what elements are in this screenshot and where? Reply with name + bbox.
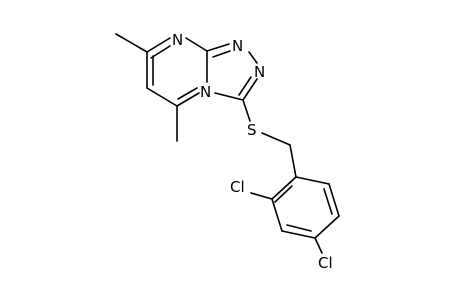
atom-labels: N N N N S Cl Cl	[172, 31, 333, 272]
bond-ch2-c1	[289, 144, 297, 178]
atom-label-chlorine-para: Cl	[318, 254, 333, 272]
atom-label-n-bridgehead: N	[200, 83, 211, 101]
atom-label-n-pyrimidine: N	[172, 31, 183, 49]
atom-label-n-triazole-top: N	[232, 37, 243, 55]
bond-c2-c3ar	[271, 198, 283, 232]
bond-c4-cl	[314, 237, 323, 254]
atom-label-n-triazole-right: N	[254, 63, 265, 81]
bond-c4-c5ar	[314, 215, 340, 239]
bond-c6-c5	[146, 87, 178, 107]
bond-c7-n8	[146, 37, 171, 53]
bond-methyl-c7	[115, 33, 148, 53]
bond-n1-n2	[248, 51, 258, 64]
bond-n2-c3-inner	[238, 76, 252, 96]
bond-n2-c3	[242, 78, 258, 101]
bond-c3ar-c4-inner	[286, 224, 312, 232]
bond-c8a-n1	[206, 43, 230, 52]
bond-c3ar-c4	[281, 230, 316, 239]
bond-c2-cl	[250, 192, 273, 200]
bond-c8a-n1-inner	[212, 50, 231, 58]
bond-c5ar-c6ar	[328, 183, 340, 217]
bond-c7-n8-inner	[150, 45, 171, 59]
bond-s-ch2	[261, 132, 291, 146]
bond-c6ar-c1	[295, 176, 330, 185]
bond-c3-n4	[214, 92, 244, 101]
bond-c1-c2-inner	[274, 185, 293, 203]
bond-c1-c2	[271, 176, 297, 200]
atom-label-chlorine-ortho: Cl	[230, 178, 245, 196]
atom-label-sulfur: S	[247, 121, 257, 139]
bond-c5-n4	[176, 92, 200, 107]
bond-c3-s	[242, 99, 251, 122]
bond-n8-c8a	[185, 37, 208, 52]
bond-c5-n4-inner	[177, 87, 198, 100]
bonds	[115, 33, 340, 254]
bond-c5ar-c6ar-inner	[323, 188, 333, 215]
